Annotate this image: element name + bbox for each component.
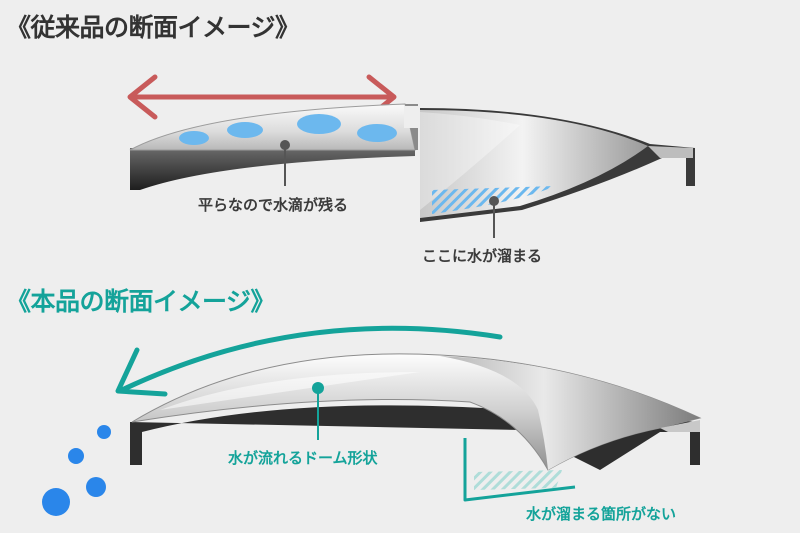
product-section <box>42 325 702 516</box>
water-droplets <box>42 425 111 516</box>
no-pool-label: 水が溜まる箇所がない <box>526 505 677 523</box>
droplet <box>179 131 209 145</box>
flat-droplet-label: 平らなので水滴が残る <box>198 196 349 214</box>
droplet <box>97 425 111 439</box>
droplet <box>42 488 70 516</box>
pointer-lines <box>312 382 324 440</box>
curved-arrow-icon <box>115 325 503 397</box>
water-pool-label: ここに水が溜まる <box>422 247 543 265</box>
product-heading: 《本品の断面イメージ》 <box>6 287 276 316</box>
no-pool-bracket <box>463 438 576 502</box>
droplet <box>86 477 106 497</box>
droplet <box>357 124 397 142</box>
droplet <box>227 122 263 138</box>
conventional-heading: 《従来品の断面イメージ》 <box>6 13 300 42</box>
droplet <box>68 448 84 464</box>
dome-surface-piece <box>130 353 702 471</box>
faint-pool-hatch <box>474 470 562 490</box>
flat-surface-piece <box>129 103 418 190</box>
conventional-section <box>127 74 695 238</box>
droplet <box>297 114 341 134</box>
pointer-lines <box>280 140 499 238</box>
dome-shape-label: 水が流れるドーム形状 <box>228 449 378 467</box>
water-droplets <box>179 114 397 145</box>
